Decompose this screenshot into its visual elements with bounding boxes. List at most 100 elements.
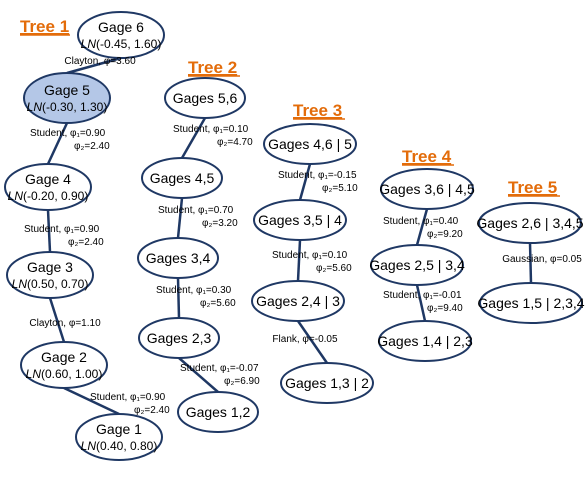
node-gages-3-6-4-5: Gages 3,6 | 4,5 [379, 168, 475, 210]
dist-family: LN [81, 439, 97, 453]
node-name: Gages 3,6 | 4,5 [379, 181, 475, 197]
node-ellipse [478, 202, 582, 244]
edge-line [66, 56, 122, 75]
node-ellipse [378, 320, 472, 362]
edge-line [178, 357, 219, 393]
edge-label-flank: Flank, φ=-0.05 [272, 334, 338, 345]
node-name: Gages 2,4 | 3 [256, 293, 340, 309]
node-name: Gages 1,5 | 2,3,4 [477, 295, 584, 311]
dist-params: (0.40, 0.80) [96, 439, 157, 453]
node-gage-2: Gage 2 LN(0.60, 1.00) [20, 341, 108, 389]
copula-params-line: Gaussian, φ=0.05 [502, 254, 582, 265]
copula-param2-line: φ₂=9.20 [427, 229, 463, 240]
node-ellipse [370, 244, 464, 286]
dist-params: (0.50, 0.70) [27, 277, 88, 291]
copula-param2-line: φ₂=6.90 [224, 376, 260, 387]
copula-params-line: Student, φ₁=-0.07 [180, 363, 259, 374]
dist-params: (-0.30, 1.30) [42, 100, 107, 114]
edge-line [48, 297, 66, 343]
node-name: Gage 5 [44, 82, 90, 98]
edge-line [415, 208, 429, 246]
node-distribution: LN(-0.45, 1.60) [81, 37, 162, 51]
edge-line [298, 163, 312, 201]
dist-family: LN [12, 277, 28, 291]
node-name: Gage 2 [41, 349, 87, 365]
node-gages-2-6-3-4-5: Gages 2,6 | 3,4,5 [476, 202, 584, 244]
edge-label-student: Student, φ₁=-0.01 φ₂=9.40 [383, 290, 463, 314]
node-gages-2-4-3: Gages 2,4 | 3 [251, 280, 345, 322]
copula-params-line: Student, φ₁=0.90 [24, 224, 100, 235]
copula-param2-line: φ₂=5.60 [316, 263, 352, 274]
copula-param2-line: φ₂=9.40 [427, 303, 463, 314]
node-name: Gages 2,6 | 3,4,5 [476, 215, 583, 231]
node-gage-1: Gage 1 LN(0.40, 0.80) [75, 413, 163, 461]
node-ellipse [20, 341, 108, 389]
node-ellipse [263, 123, 357, 165]
dist-params: (-0.45, 1.60) [96, 37, 161, 51]
node-gage-6: Gage 6 LN(-0.45, 1.60) [77, 11, 165, 59]
node-name: Gage 6 [98, 19, 144, 35]
dist-params: (0.60, 1.00) [41, 367, 102, 381]
copula-params-line: Clayton, φ=3.60 [64, 56, 136, 67]
node-gages-2-5-3-4: Gages 2,5 | 3,4 [369, 244, 465, 286]
node-ellipse [77, 11, 165, 59]
node-name: Gages 3,4 [146, 250, 211, 266]
node-distribution: LN(0.50, 0.70) [12, 277, 89, 291]
node-name: Gages 4,6 | 5 [268, 136, 352, 152]
tree-title-4: Tree 4 [402, 147, 452, 166]
edge-line [176, 197, 184, 239]
node-name: Gages 1,4 | 2,3 [377, 333, 473, 349]
node-gages-2-3: Gages 2,3 [138, 317, 220, 359]
node-ellipse [138, 317, 220, 359]
node-gages-1-2: Gages 1,2 [177, 391, 259, 433]
edge-label-clayton: Clayton, φ=1.10 [29, 318, 101, 329]
node-name: Gages 1,2 [186, 404, 251, 420]
node-name: Gages 2,3 [147, 330, 212, 346]
node-gages-1-4-2-3: Gages 1,4 | 2,3 [377, 320, 473, 362]
node-ellipse [479, 282, 583, 324]
tree-title-3: Tree 3 [293, 101, 342, 120]
node-distribution: LN(0.40, 0.80) [81, 439, 158, 453]
node-distribution: LN(-0.30, 1.30) [27, 100, 108, 114]
node-gages-5-6: Gages 5,6 [164, 77, 246, 119]
node-gages-3-4: Gages 3,4 [137, 237, 219, 279]
tree-title-2: Tree 2 [188, 58, 237, 77]
node-gage-3: Gage 3 LN(0.50, 0.70) [6, 251, 94, 299]
node-name: Gages 3,5 | 4 [258, 212, 342, 228]
node-gages-4-6-5: Gages 4,6 | 5 [263, 123, 357, 165]
copula-params-line: Student, φ₁=-0.15 [278, 170, 357, 181]
node-name: Gage 1 [96, 421, 142, 437]
node-gages-4-5: Gages 4,5 [141, 157, 223, 199]
node-gage-5: Gage 5LN(-0.30, 1.30) [23, 72, 111, 124]
node-name: Gage 3 [27, 259, 73, 275]
node-ellipse [164, 77, 246, 119]
node-ellipse [280, 362, 374, 404]
node-ellipse [75, 413, 163, 461]
node-ellipse [6, 251, 94, 299]
copula-params-line: Flank, φ=-0.05 [272, 334, 338, 345]
node-name: Gages 4,5 [150, 170, 215, 186]
node-ellipse [141, 157, 223, 199]
edge-label-student: Student, φ₁=-0.07 φ₂=6.90 [180, 363, 260, 387]
copula-params-line: Student, φ₁=0.90 [90, 392, 166, 403]
node-ellipse [380, 168, 474, 210]
node-ellipse [177, 391, 259, 433]
dist-family: LN [8, 189, 24, 203]
node-name: Gages 1,3 | 2 [285, 375, 369, 391]
copula-params-line: Student, φ₁=0.90 [30, 128, 106, 139]
dist-family: LN [26, 367, 42, 381]
node-distribution: LN(-0.20, 0.90) [8, 189, 89, 203]
node-ellipse [23, 72, 111, 124]
dist-family: LN [27, 100, 43, 114]
copula-param2-line: φ₂=5.60 [200, 298, 236, 309]
copula-params-line: Student, φ₁=-0.01 [383, 290, 462, 301]
node-name: Gage 4 [25, 171, 71, 187]
copula-params-line: Student, φ₁=0.10 [173, 124, 249, 135]
copula-param2-line: φ₂=2.40 [134, 405, 170, 416]
